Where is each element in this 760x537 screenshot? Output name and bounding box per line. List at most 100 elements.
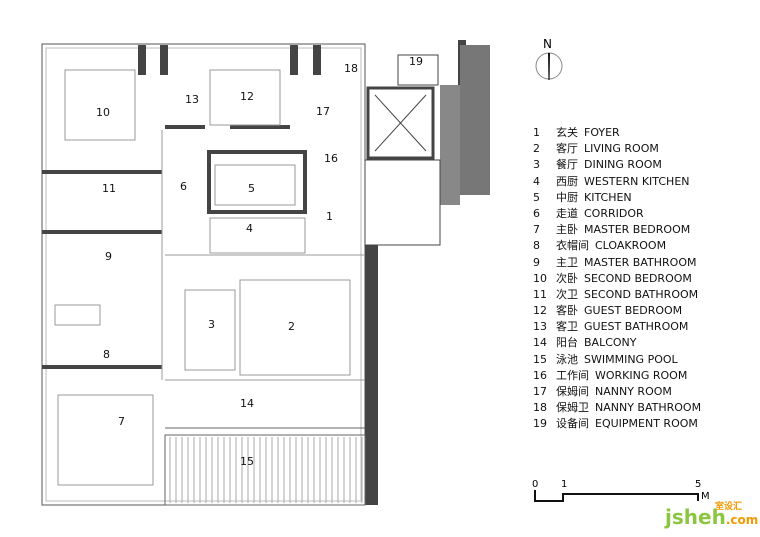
legend-num: 3: [533, 158, 540, 172]
legend-zh: 餐厅: [556, 158, 578, 172]
legend-num: 10: [533, 271, 547, 285]
room-labels: 1 2 3 4 5 6 7 8 9 10 11 12 13 14 15 16 1…: [96, 55, 423, 468]
interior-lines: [54, 69, 365, 486]
watermark-main: jsheh: [665, 505, 726, 529]
legend-num: 4: [533, 174, 540, 188]
watermark-sub: 室设汇: [715, 502, 743, 512]
pool-hatch: [169, 437, 363, 503]
legend-en: GUEST BEDROOM: [584, 304, 683, 318]
room-19-label: 19: [409, 55, 423, 68]
north-arrow-icon: [535, 52, 563, 80]
legend-en: EQUIPMENT ROOM: [595, 417, 698, 431]
legend-num: 7: [533, 223, 540, 237]
legend-item: 19 设备间 EQUIPMENT ROOM: [533, 416, 701, 432]
legend-en: GUEST BATHROOM: [584, 320, 689, 334]
legend-item: 2 客厅 LIVING ROOM: [533, 141, 701, 157]
legend-zh: 主卧: [556, 223, 578, 237]
room-2-label: 2: [288, 320, 295, 333]
legend-zh: 设备间: [556, 417, 589, 431]
legend-num: 9: [533, 255, 540, 269]
legend-num: 14: [533, 336, 547, 350]
legend-item: 12 客卧 GUEST BEDROOM: [533, 303, 701, 319]
legend-num: 11: [533, 287, 547, 301]
legend-zh: 泳池: [556, 352, 578, 366]
legend-item: 9 主卫 MASTER BATHROOM: [533, 255, 701, 271]
swimming-pool: [164, 434, 366, 506]
legend-en: CORRIDOR: [584, 206, 644, 220]
room-5-label: 5: [248, 182, 255, 195]
watermark-suffix: .com: [725, 513, 759, 527]
room-3-label: 3: [208, 318, 215, 331]
scale-tick-5: 5: [695, 479, 702, 490]
legend-num: 13: [533, 320, 547, 334]
legend-num: 18: [533, 401, 547, 415]
legend-en: NANNY BATHROOM: [595, 401, 702, 415]
room-13-label: 13: [185, 93, 199, 106]
legend-en: MASTER BATHROOM: [584, 255, 697, 269]
legend-zh: 玄关: [556, 126, 578, 139]
legend-item: 10 次卧 SECOND BEDROOM: [533, 271, 701, 287]
room-12-label: 12: [240, 90, 254, 103]
room-16-label: 16: [324, 152, 338, 165]
legend-zh: 客卧: [556, 304, 578, 318]
room-17-label: 17: [316, 105, 330, 118]
room-6-label: 6: [180, 180, 187, 193]
legend-en: SECOND BATHROOM: [584, 287, 699, 301]
legend-item: 11 次卫 SECOND BATHROOM: [533, 287, 701, 303]
legend-num: 15: [533, 352, 547, 366]
legend-en: NANNY ROOM: [595, 385, 672, 398]
room-4-label: 4: [246, 222, 253, 235]
legend-zh: 走道: [556, 206, 578, 220]
room-15-label: 15: [240, 455, 254, 468]
room-10-label: 10: [96, 106, 110, 119]
legend-en: MASTER BEDROOM: [584, 223, 691, 237]
legend-zh: 客卫: [556, 320, 578, 334]
north-label: N: [543, 37, 552, 51]
legend-item: 1 玄关 FOYER: [533, 125, 701, 141]
scale-unit: M: [701, 491, 710, 502]
legend-num: 16: [533, 368, 547, 382]
legend-en: SECOND BEDROOM: [584, 271, 692, 285]
legend-num: 2: [533, 142, 540, 156]
legend-num: 19: [533, 417, 547, 431]
room-1-label: 1: [326, 210, 333, 223]
scale-tick-0: 0: [532, 479, 539, 490]
legend-zh: 主卫: [556, 255, 578, 269]
legend-en: KITCHEN: [584, 190, 632, 204]
legend-item: 5 中厨 KITCHEN: [533, 190, 701, 206]
legend-zh: 次卧: [556, 271, 578, 285]
legend-num: 17: [533, 385, 547, 398]
legend-en: DINING ROOM: [584, 158, 662, 172]
legend-num: 5: [533, 190, 540, 204]
room-legend: 1 玄关 FOYER 2 客厅 LIVING ROOM 3 餐厅 DINING ROOM 4 西厨 W…: [533, 125, 701, 433]
legend-num: 8: [533, 239, 540, 253]
legend-item: 16 工作间 WORKING ROOM: [533, 368, 701, 384]
legend-zh: 客厅: [556, 142, 578, 156]
room-9-label: 9: [105, 250, 112, 263]
legend-en: WORKING ROOM: [595, 368, 688, 382]
legend-zh: 西厨: [556, 174, 578, 188]
legend-en: FOYER: [584, 126, 620, 139]
wall-fills: [42, 40, 490, 505]
legend-en: BALCONY: [584, 336, 637, 350]
elevator-core: [364, 54, 441, 246]
room-8-label: 8: [103, 348, 110, 361]
legend-zh: 工作间: [556, 368, 589, 382]
legend-num: 6: [533, 206, 540, 220]
room-11-label: 11: [102, 182, 116, 195]
legend-zh: 次卫: [556, 287, 578, 301]
legend-en: LIVING ROOM: [584, 142, 659, 156]
legend-item: 3 餐厅 DINING ROOM: [533, 157, 701, 173]
legend-zh: 中厨: [556, 190, 578, 204]
legend-num: 1: [533, 126, 540, 139]
room-7-label: 7: [118, 415, 125, 428]
legend-zh: 衣帽间: [556, 239, 589, 253]
legend-item: 7 主卧 MASTER BEDROOM: [533, 222, 701, 238]
legend-num: 12: [533, 304, 547, 318]
